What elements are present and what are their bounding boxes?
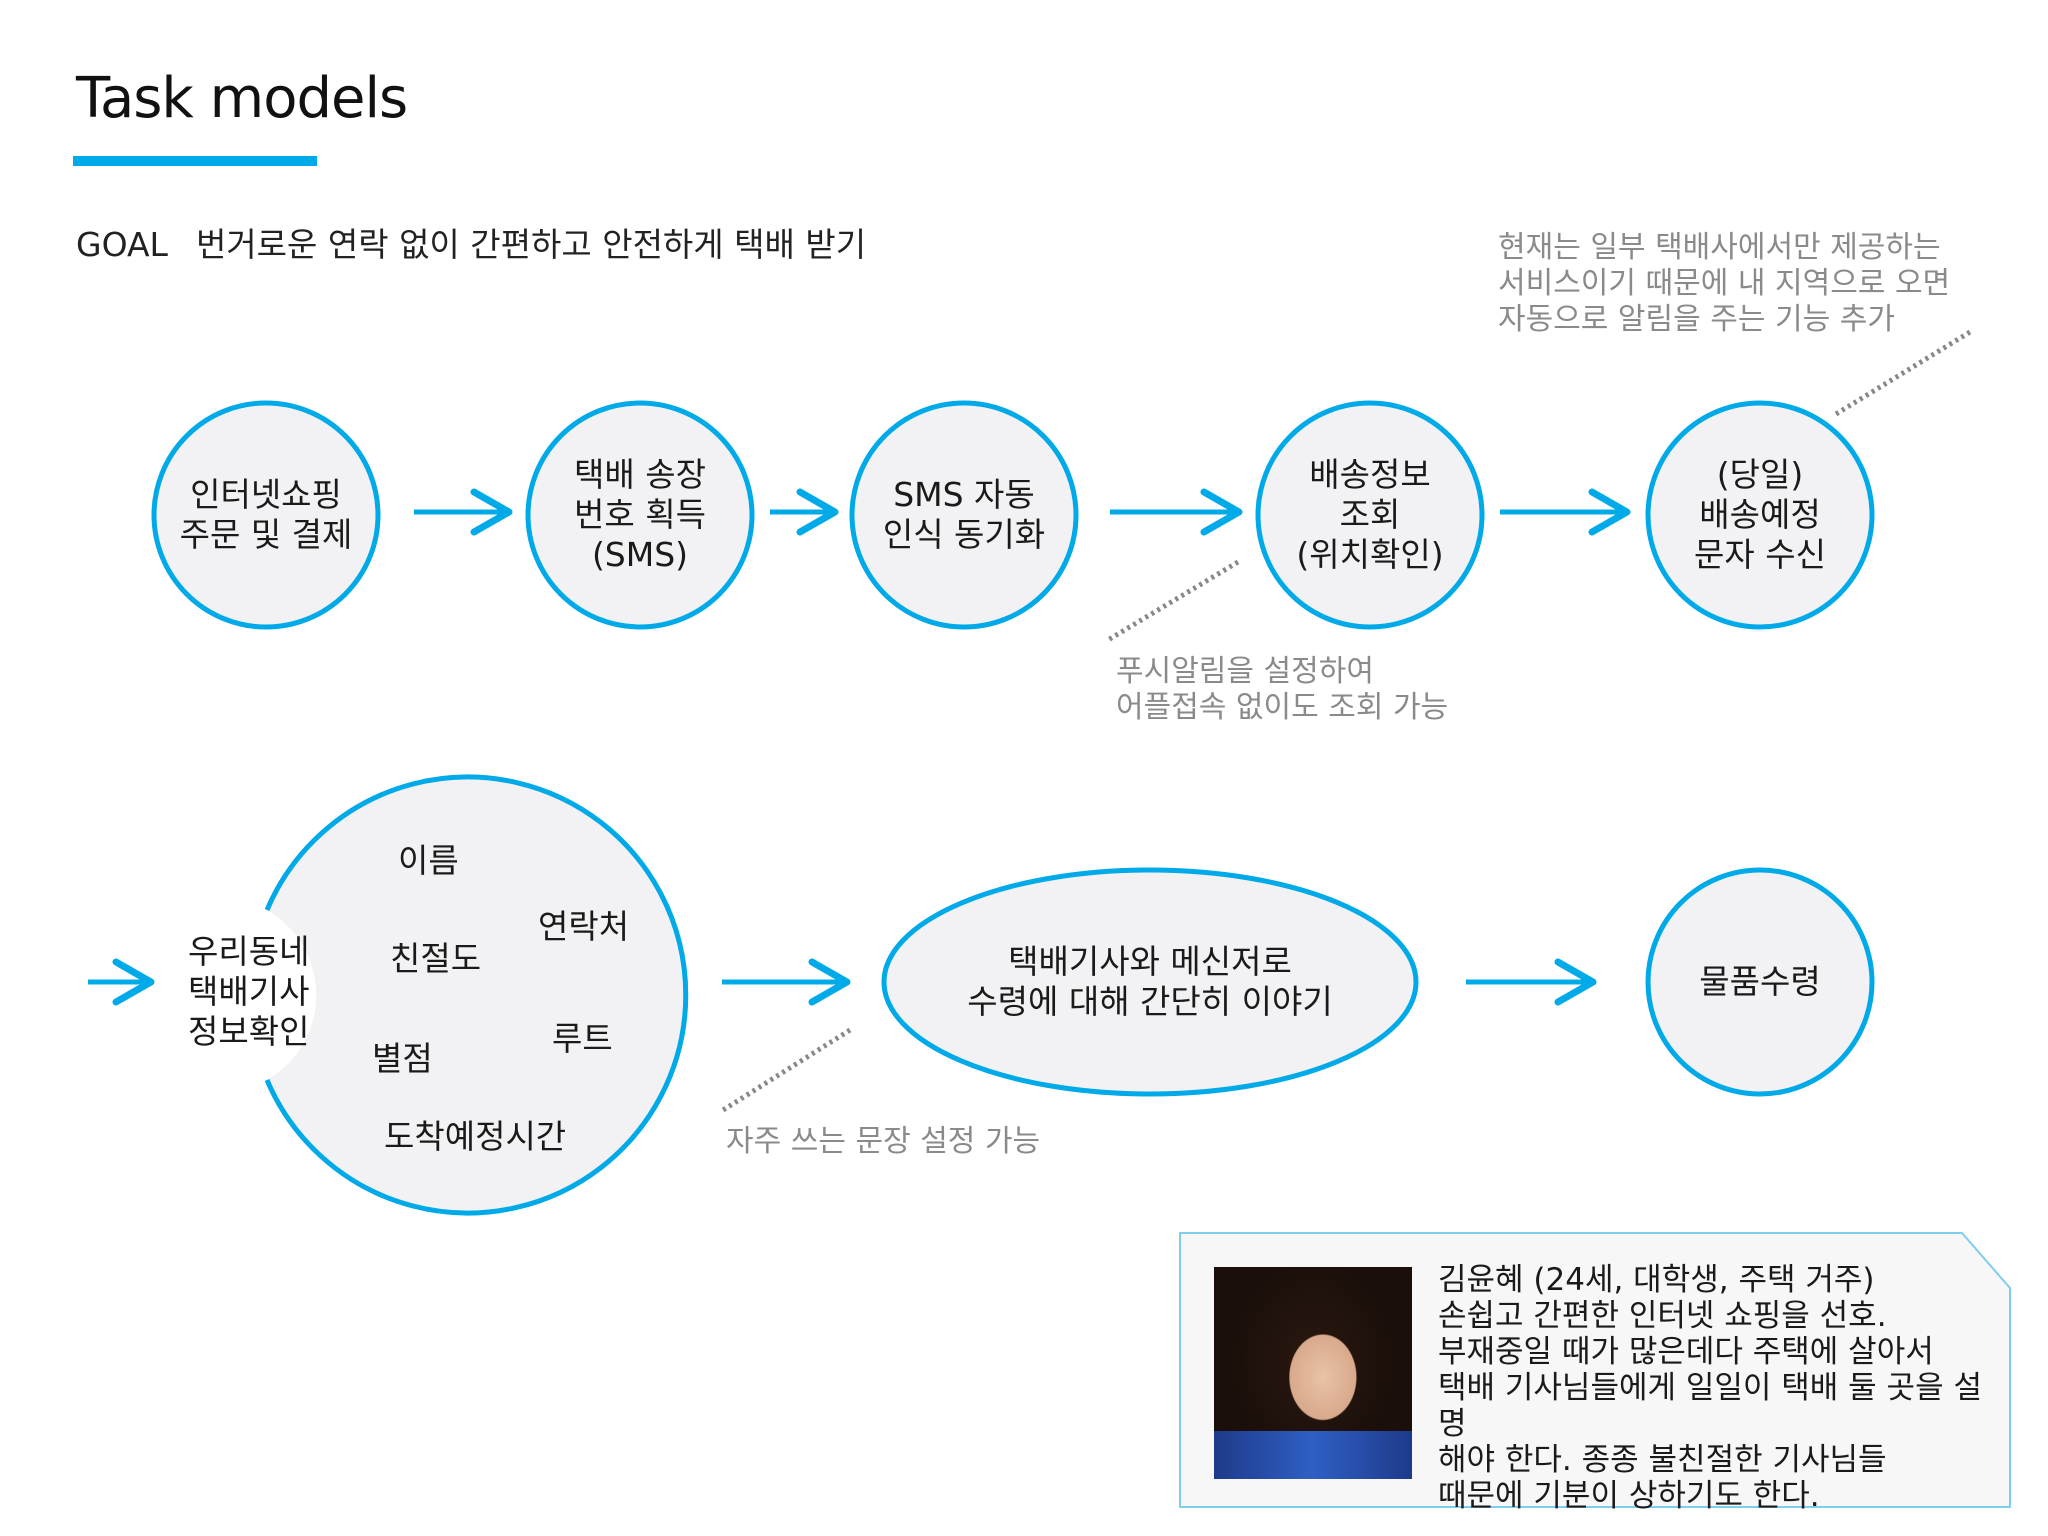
annotation-connector-row2 — [718, 1027, 852, 1115]
node-circle-3 — [849, 400, 1079, 630]
annotation-auto-alert: 현재는 일부 택배사에서만 제공하는 서비스이기 때문에 내 지역으로 오면 자… — [1498, 230, 1951, 337]
node-label-5: (당일) 배송예정 문자 수신 — [1694, 455, 1826, 574]
annotation-connector-bottom — [1106, 559, 1240, 643]
title-underline — [73, 156, 317, 166]
goal-line: GOAL 번거로운 연락 없이 간편하고 안전하게 택배 받기 — [76, 218, 866, 266]
node-circle-2 — [525, 400, 755, 630]
cloud-item-contact: 연락처 — [538, 907, 630, 946]
annotation-push-alert: 푸시알림을 설정하여 어플접속 없이도 조회 가능 — [1116, 654, 1449, 725]
node-circle-5 — [1645, 400, 1875, 630]
goal-text: 번거로운 연락 없이 간편하고 안전하게 택배 받기 — [195, 225, 867, 264]
node-label-3: SMS 자동 인식 동기화 — [882, 475, 1046, 554]
node-circle-4 — [1255, 400, 1485, 630]
cloud-item-kindness: 친절도 — [390, 939, 482, 978]
node-label-2: 택배 송장 번호 획득 (SMS) — [574, 455, 706, 574]
page-title: Task models — [76, 66, 408, 131]
persona-photo — [1214, 1267, 1412, 1479]
annotation-connector-top — [1834, 329, 1972, 417]
node-circle-final — [1645, 867, 1875, 1097]
messenger-label: 택배기사와 메신저로 수령에 대해 간단히 이야기 — [967, 942, 1333, 1021]
driver-info-label: 우리동네 택배기사 정보확인 — [188, 932, 310, 1051]
node-label-4: 배송정보 조회 (위치확인) — [1296, 455, 1444, 574]
annotation-preset-sentence: 자주 쓰는 문장 설정 가능 — [726, 1124, 1041, 1159]
final-node-label: 물품수령 — [1699, 962, 1821, 1001]
cloud-item-route: 루트 — [552, 1019, 613, 1058]
node-circle-1 — [151, 400, 381, 630]
driver-info-cloud — [267, 777, 686, 1213]
cloud-item-eta: 도착예정시간 — [384, 1117, 567, 1156]
messenger-ellipse — [881, 867, 1419, 1097]
cloud-item-name: 이름 — [398, 841, 459, 880]
driver-info-cloud-outline — [264, 774, 689, 1216]
persona-photo-shirt — [1214, 1431, 1412, 1479]
node-label-1: 인터넷쇼핑 주문 및 결제 — [179, 475, 353, 554]
persona-description: 김윤혜 (24세, 대학생, 주택 거주) 손쉽고 간편한 인터넷 쇼핑을 선호… — [1438, 1262, 1982, 1514]
cloud-item-rating: 별점 — [372, 1039, 433, 1078]
goal-label: GOAL — [76, 225, 168, 264]
